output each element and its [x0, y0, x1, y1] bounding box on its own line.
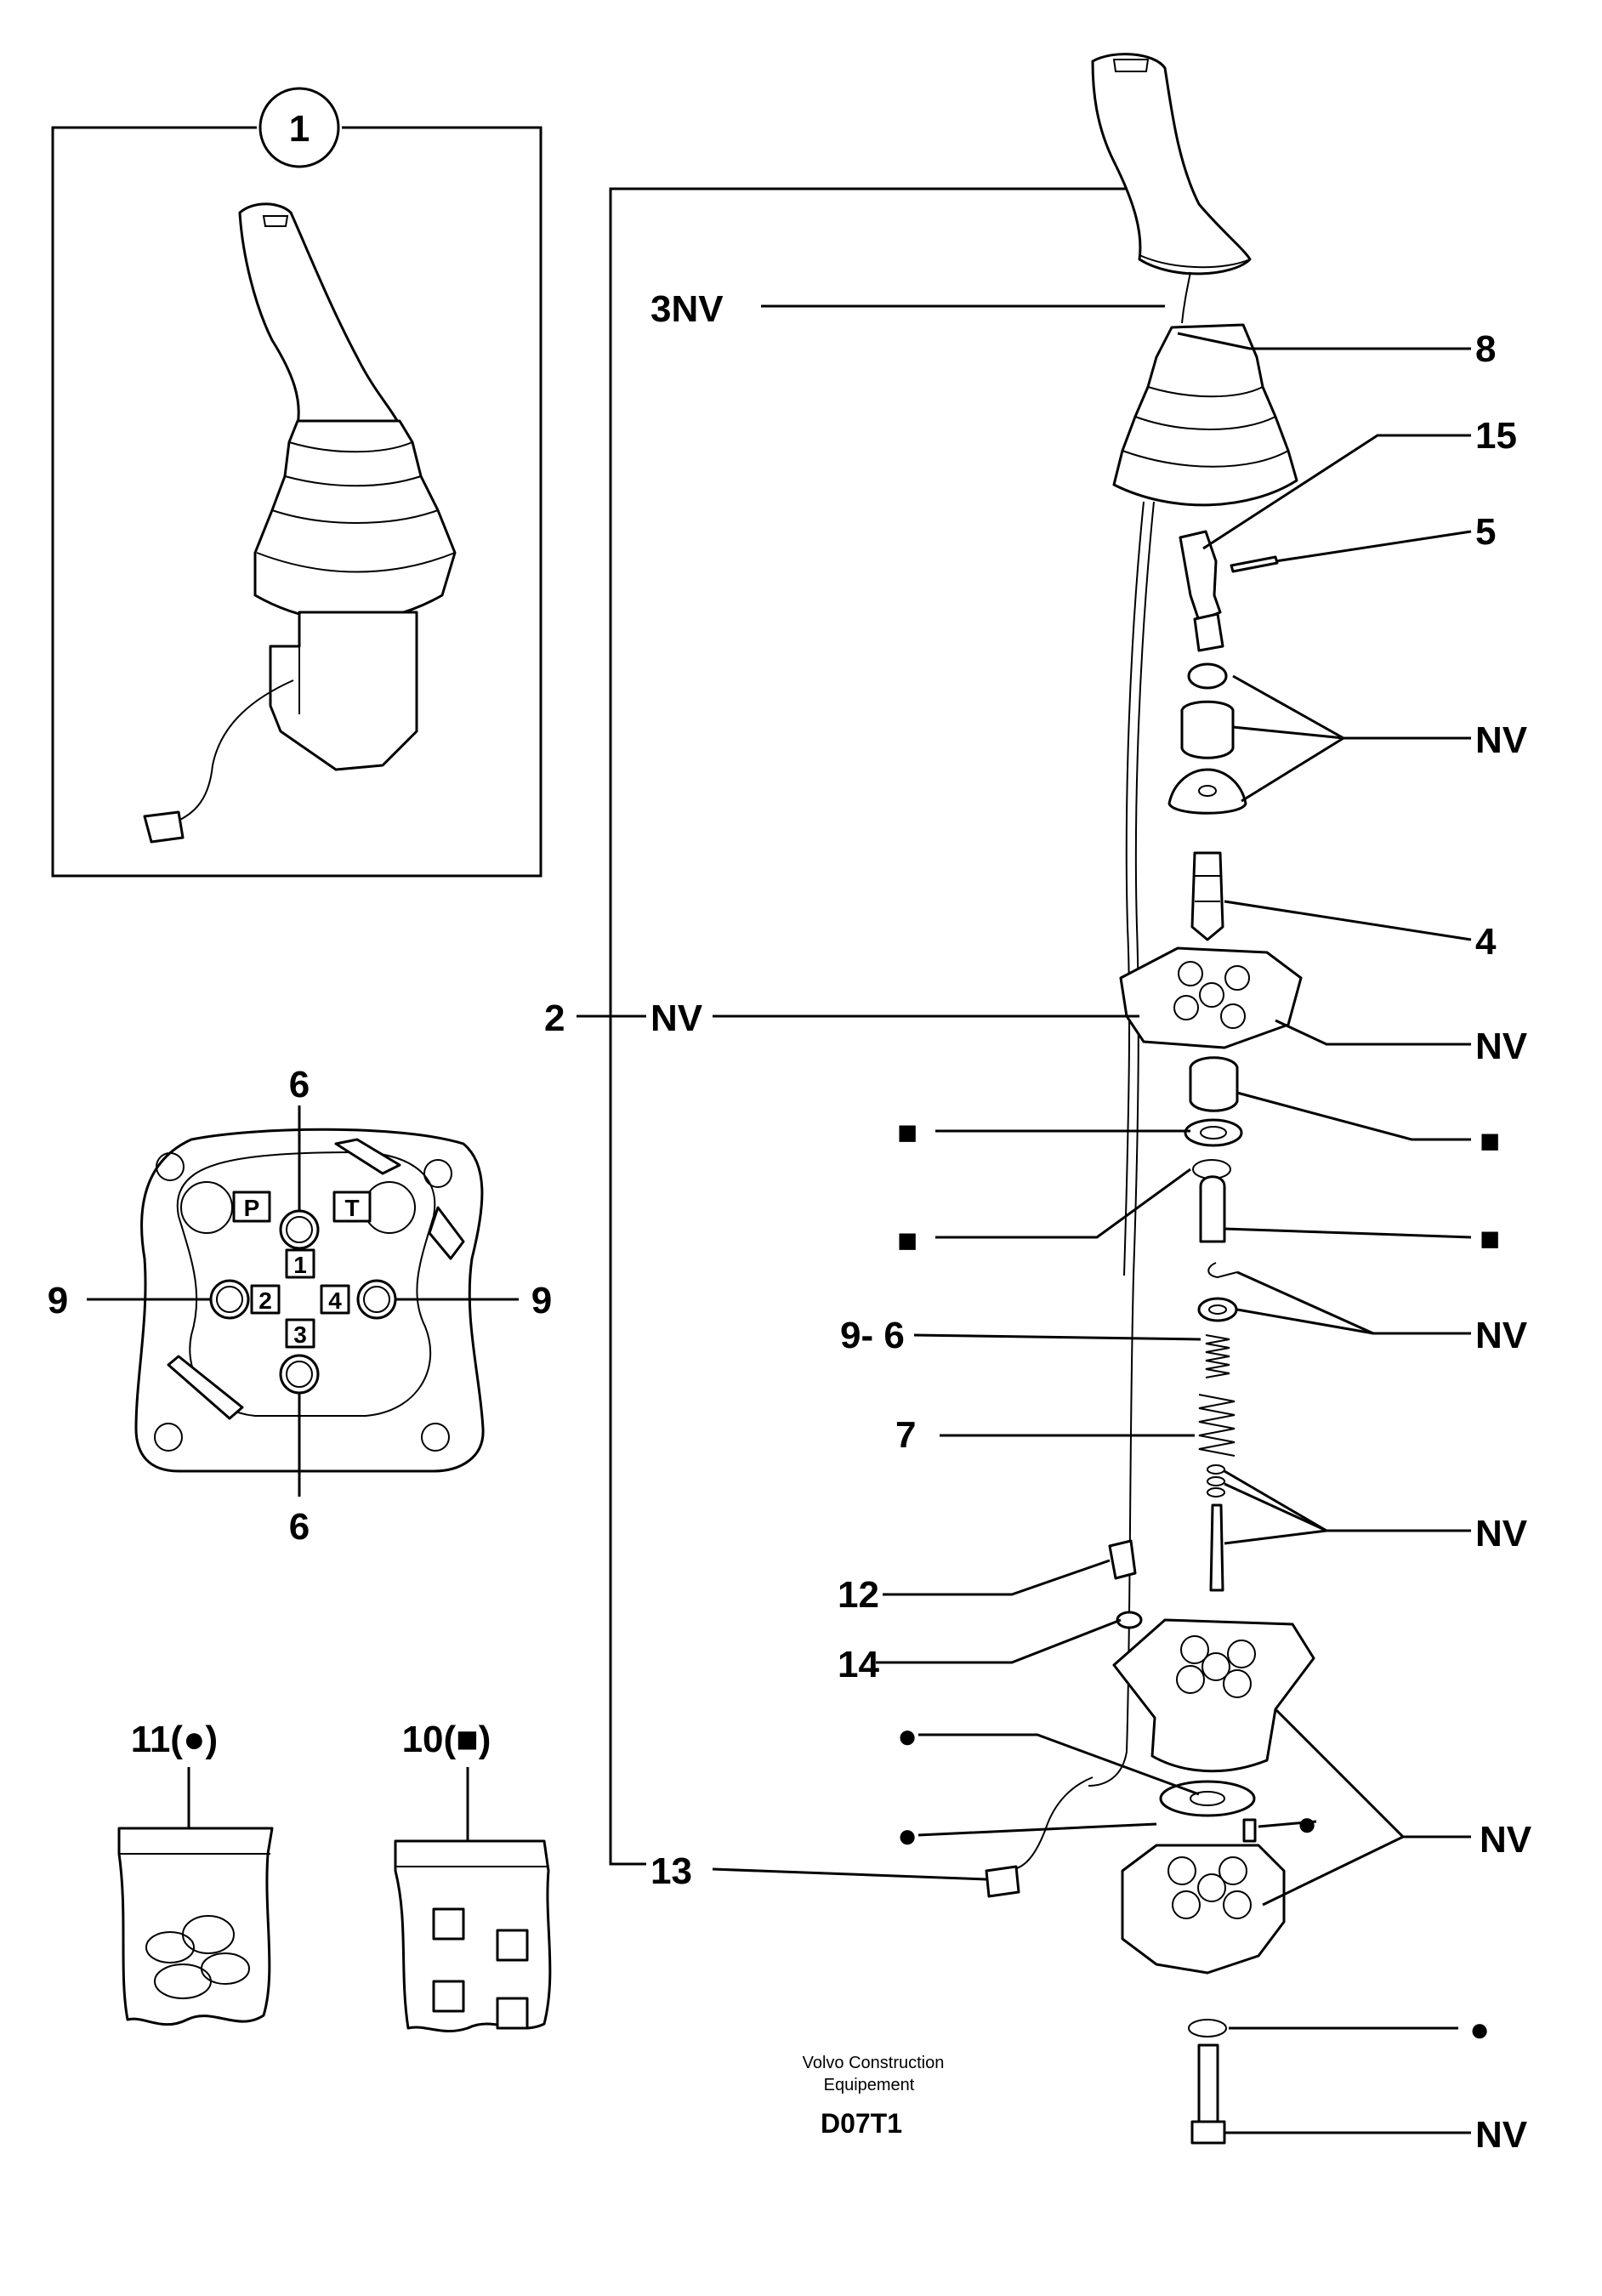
callout-nv-b: NV — [650, 997, 703, 1039]
credit-line-2: Equipement — [824, 2076, 915, 2094]
port-label-top: 6 — [289, 1064, 310, 1105]
callout-7: 7 — [895, 1414, 916, 1456]
connector — [985, 1865, 1020, 1898]
inset-number: 1 — [289, 108, 310, 150]
kit-11-label: 11(●) — [131, 1719, 218, 1760]
main-exploded-view: 3NV 8 15 5 NV 4 2 NV NV ■ ■ ■ ■ NV 9- 6 … — [544, 53, 1532, 2156]
bottom-o-ring — [1188, 2019, 1227, 2037]
port-box-t-label: T — [344, 1195, 359, 1221]
seal-kits: 11(●) 10(■) — [117, 1719, 552, 2032]
callout-4: 4 — [1475, 921, 1497, 963]
callout-2: 2 — [544, 997, 565, 1039]
port-label-right: 9 — [531, 1280, 552, 1321]
port-view: P T 1 2 3 4 6 6 9 9 — [48, 1064, 552, 1548]
callout-3nv: 3NV — [650, 288, 724, 330]
assembled-joystick-inset: 1 — [51, 87, 543, 878]
callout-square-1: ■ — [897, 1114, 917, 1151]
port-box-1 — [285, 1248, 315, 1279]
callout-dot-2: ● — [897, 1817, 917, 1855]
callout-5: 5 — [1475, 511, 1496, 553]
inset-connector — [143, 810, 185, 844]
screw — [1108, 1539, 1137, 1580]
spring-seat — [1197, 1297, 1238, 1322]
callout-square-2: ■ — [1480, 1122, 1500, 1160]
pin — [1230, 555, 1279, 573]
lower-housing — [1121, 1844, 1286, 1975]
shaft — [1190, 851, 1224, 941]
lever-sleeve — [1179, 530, 1222, 622]
port-box-3-label: 3 — [293, 1321, 307, 1348]
cable-13 — [1003, 1776, 1094, 1872]
port-box-2 — [250, 1284, 281, 1315]
inset-frame — [51, 126, 543, 878]
callout-nv-g: NV — [1475, 2114, 1528, 2156]
guide — [1189, 1056, 1239, 1112]
handle — [1091, 53, 1252, 276]
callout-nv-c: NV — [1475, 1026, 1528, 1067]
bolt — [1197, 2043, 1219, 2123]
credit-line-1: Volvo Construction — [803, 2054, 945, 2072]
assembly-bracket — [609, 187, 1135, 1866]
nut — [1187, 662, 1228, 690]
rod — [1209, 1503, 1224, 1592]
washer — [1116, 1611, 1143, 1629]
callout-13: 13 — [650, 1850, 692, 1892]
callout-12: 12 — [838, 1574, 879, 1616]
clip — [1207, 1262, 1238, 1279]
callout-square-4: ■ — [1480, 1220, 1500, 1258]
internal-cable — [1088, 501, 1155, 1787]
inset-cable — [169, 679, 294, 826]
callout-dot-4: ● — [1469, 2011, 1490, 2049]
leader-lines — [712, 304, 1472, 2134]
inset-base — [269, 611, 418, 771]
callout-dot-1: ● — [897, 1718, 917, 1755]
credit-block: Volvo Construction Equipement D07T1 — [803, 2054, 945, 2139]
port-box-p-label: P — [244, 1195, 260, 1221]
spring-9-6 — [1205, 1334, 1230, 1378]
valve-body — [1112, 1618, 1315, 1773]
callout-15: 15 — [1475, 415, 1517, 457]
cover-plate — [1119, 946, 1303, 1049]
callout-nv-d: NV — [1475, 1315, 1528, 1356]
plunger — [1199, 1175, 1226, 1243]
callout-nv-f: NV — [1480, 1819, 1532, 1861]
port-plate — [134, 1128, 485, 1473]
handle-wire — [1181, 271, 1191, 324]
port-box-1-label: 1 — [293, 1252, 307, 1278]
bushing — [1180, 700, 1235, 759]
port-box-2-label: 2 — [258, 1287, 272, 1314]
callout-14: 14 — [838, 1644, 879, 1685]
kit-10-label: 10(■) — [402, 1719, 491, 1760]
inset-number-circle — [258, 87, 340, 168]
callout-9-6: 9- 6 — [840, 1315, 905, 1356]
rubber-boot — [1112, 323, 1298, 507]
port-box-t — [332, 1191, 372, 1223]
port-box-3 — [285, 1318, 315, 1349]
inset-handle — [238, 202, 401, 427]
callout-dot-3: ● — [1297, 1805, 1317, 1843]
callout-nv-e: NV — [1475, 1513, 1528, 1554]
cone-seat — [1167, 768, 1247, 815]
port-box-p — [232, 1191, 271, 1223]
drawing-code: D07T1 — [821, 2108, 902, 2139]
kit-11-bag — [117, 1827, 274, 2026]
callout-8: 8 — [1475, 328, 1496, 370]
port-label-bottom: 6 — [289, 1506, 310, 1548]
port-box-4-label: 4 — [328, 1287, 342, 1314]
port-box-4 — [320, 1284, 350, 1315]
seal — [1184, 1118, 1243, 1147]
spring-7 — [1198, 1394, 1236, 1457]
callout-square-3: ■ — [897, 1222, 917, 1259]
callout-nv-a: NV — [1475, 719, 1528, 761]
dowel — [1242, 1818, 1257, 1843]
port-label-left: 9 — [48, 1280, 68, 1321]
